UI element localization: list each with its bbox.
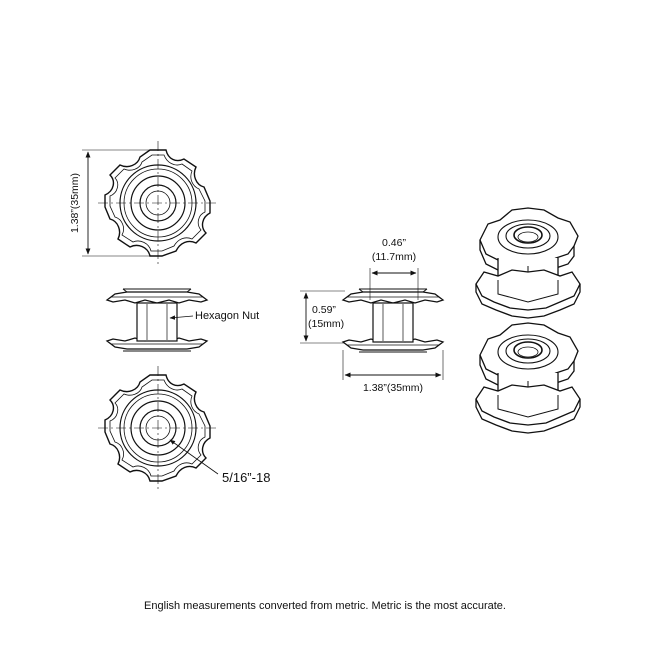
height-side-in-label: 0.59” — [312, 304, 336, 316]
knob-side-view-left — [106, 288, 208, 352]
overall-width-dimension: 1.38”(35mm) — [342, 350, 444, 394]
hexagon-nut-callout: Hexagon Nut — [169, 310, 259, 322]
knob-isometric-lower — [475, 322, 581, 434]
inner-width-dimension: 0.46” (11.7mm) — [369, 237, 419, 300]
thread-callout: 5/16”-18 — [169, 439, 270, 485]
side-height-dimension: 0.59” (15mm) — [300, 290, 345, 344]
overall-width-label: 1.38”(35mm) — [363, 382, 423, 394]
inner-width-in-label: 0.46” — [382, 237, 406, 249]
height-dimension-top: 1.38”(35mm) — [69, 149, 150, 257]
hexagon-nut-label: Hexagon Nut — [195, 310, 259, 322]
knob-isometric-upper — [475, 207, 581, 319]
height-top-view-label: 1.38”(35mm) — [69, 173, 81, 233]
inner-width-mm-label: (11.7mm) — [372, 251, 416, 263]
height-side-mm-label: (15mm) — [308, 318, 344, 330]
knob-top-view-lower — [97, 365, 219, 491]
knob-top-view-upper — [97, 140, 219, 266]
thread-label: 5/16”-18 — [222, 470, 270, 485]
knob-side-view-dimensioned — [342, 288, 444, 353]
footnote-text: English measurements converted from metr… — [144, 600, 506, 612]
